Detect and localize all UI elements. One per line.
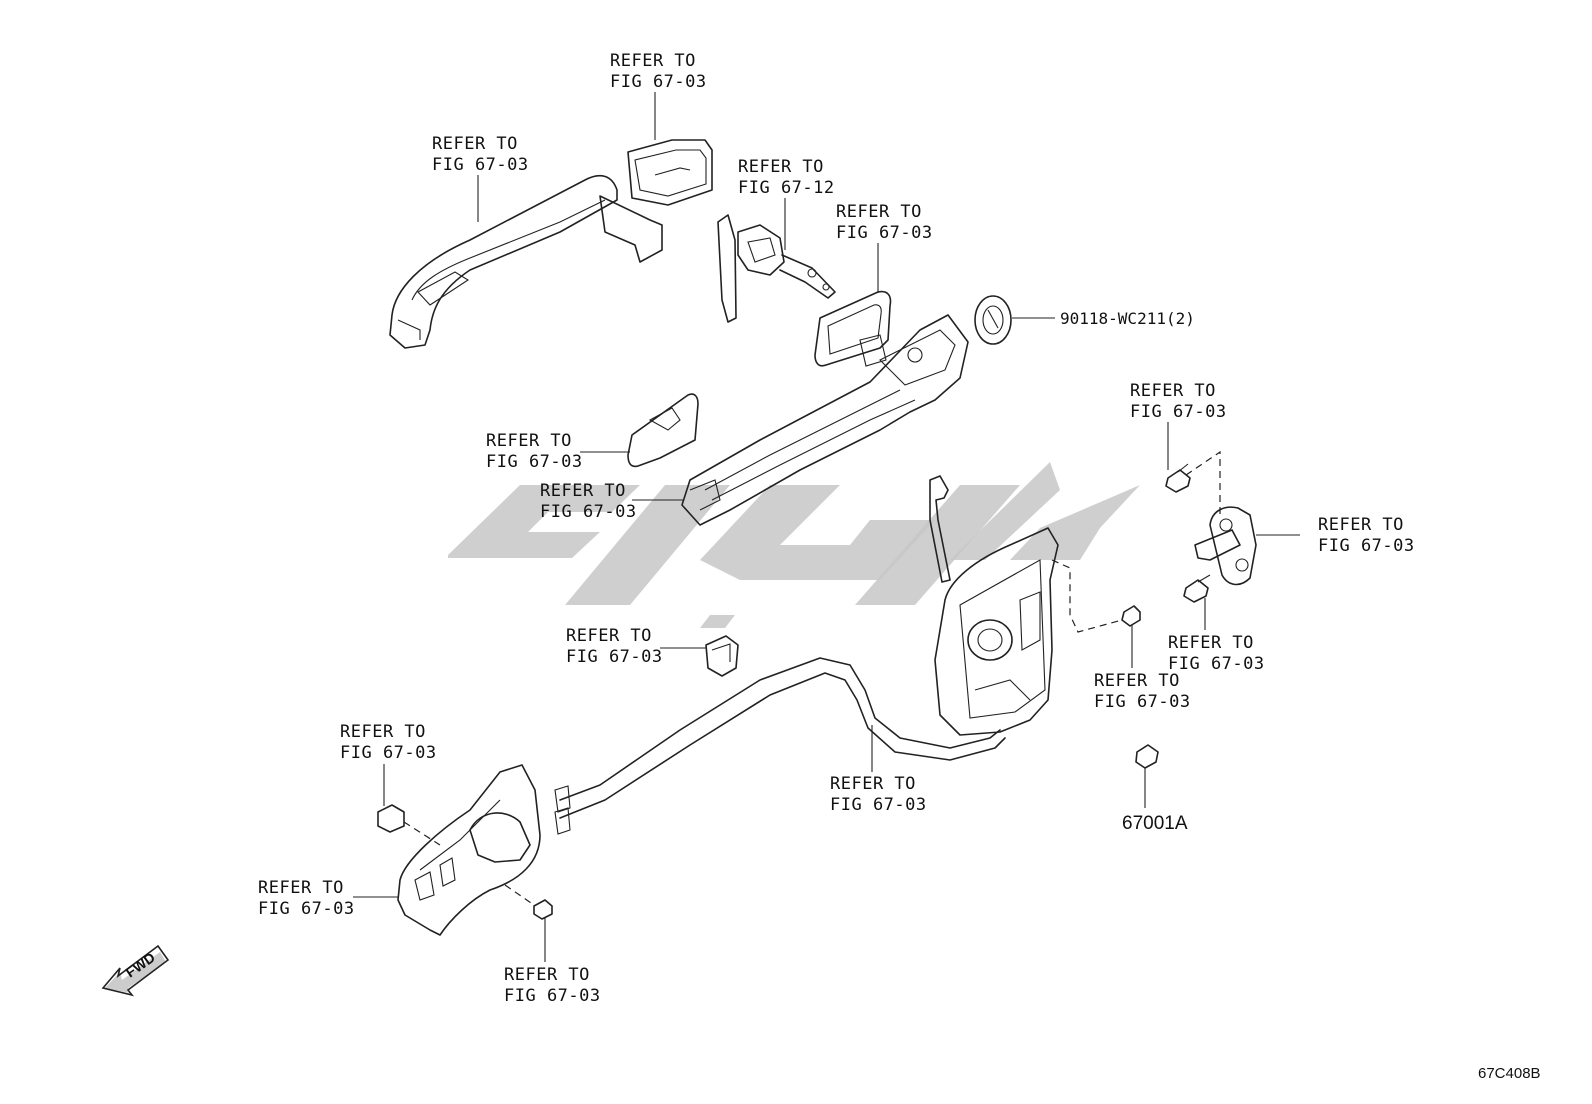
fwd-arrow-icon: FWD bbox=[101, 944, 170, 997]
callout-line2: FIG 67-03 bbox=[1130, 402, 1227, 422]
callout-line2: FIG 67-03 bbox=[504, 986, 601, 1006]
door-lock-assembly bbox=[929, 475, 1059, 736]
handle-screw bbox=[533, 899, 553, 920]
callout-line2: FIG 67-03 bbox=[540, 502, 637, 522]
leader-lines bbox=[353, 92, 1300, 962]
handle-frame bbox=[681, 314, 969, 526]
callout-c14: REFER TO FIG 67-03 bbox=[258, 878, 355, 919]
callout-line1: REFER TO bbox=[1318, 515, 1404, 535]
callout-line2: FIG 67-03 bbox=[836, 223, 933, 243]
callout-c4: REFER TO FIG 67-03 bbox=[836, 202, 933, 243]
striker-screw-upper bbox=[1165, 463, 1191, 493]
cable-clip bbox=[705, 635, 739, 677]
callout-c1: REFER TO FIG 67-03 bbox=[610, 51, 707, 92]
lock-screw bbox=[1121, 605, 1141, 627]
figure-code: 67C408B bbox=[1478, 1065, 1541, 1082]
callout-c8: REFER TO FIG 67-03 bbox=[1318, 515, 1415, 556]
watermark-logo bbox=[448, 462, 1140, 628]
callout-line2: FIG 67-03 bbox=[1318, 536, 1415, 556]
callout-line1: REFER TO bbox=[1168, 633, 1254, 653]
callout-line1: REFER TO bbox=[504, 965, 590, 985]
handle-gasket bbox=[814, 290, 892, 367]
callout-line2: FIG 67-03 bbox=[432, 155, 529, 175]
callout-c7: REFER TO FIG 67-03 bbox=[1130, 381, 1227, 422]
callout-line1: REFER TO bbox=[610, 51, 696, 71]
callout-line1: REFER TO bbox=[486, 431, 572, 451]
callout-line2: FIG 67-03 bbox=[566, 647, 663, 667]
callout-line2: FIG 67-03 bbox=[258, 899, 355, 919]
callout-c12: REFER TO FIG 67-03 bbox=[830, 774, 927, 815]
callout-line1: REFER TO bbox=[836, 202, 922, 222]
lock-cylinder-key bbox=[717, 214, 836, 323]
grommet bbox=[974, 295, 1012, 345]
callout-c3: REFER TO FIG 67-12 bbox=[738, 157, 835, 198]
handle-cap bbox=[377, 804, 405, 833]
callout-line1: REFER TO bbox=[830, 774, 916, 794]
callout-line1: REFER TO bbox=[340, 722, 426, 742]
callout-c10: REFER TO FIG 67-03 bbox=[1094, 671, 1191, 712]
callout-c6: REFER TO FIG 67-03 bbox=[540, 481, 637, 522]
door-striker bbox=[1194, 506, 1257, 586]
callout-line1: REFER TO bbox=[738, 157, 824, 177]
callout-line2: FIG 67-03 bbox=[1094, 692, 1191, 712]
callout-c13: REFER TO FIG 67-03 bbox=[340, 722, 437, 763]
callout-c9: REFER TO FIG 67-03 bbox=[1168, 633, 1265, 674]
small-gasket bbox=[627, 393, 699, 468]
part-number-bumper: 67001A bbox=[1122, 813, 1188, 834]
callout-line2: FIG 67-12 bbox=[738, 178, 835, 198]
outside-door-handle bbox=[389, 174, 663, 349]
callout-line1: REFER TO bbox=[566, 626, 652, 646]
callout-line2: FIG 67-03 bbox=[486, 452, 583, 472]
callout-line1: REFER TO bbox=[432, 134, 518, 154]
callout-c2: REFER TO FIG 67-03 bbox=[432, 134, 529, 175]
callout-c11: REFER TO FIG 67-03 bbox=[566, 626, 663, 667]
callout-line1: REFER TO bbox=[258, 878, 344, 898]
handle-cover bbox=[627, 139, 713, 206]
callout-line2: FIG 67-03 bbox=[830, 795, 927, 815]
callout-line2: FIG 67-03 bbox=[340, 743, 437, 763]
inside-door-handle bbox=[397, 764, 541, 936]
callout-line1: REFER TO bbox=[540, 481, 626, 501]
striker-screw-lower bbox=[1183, 574, 1211, 603]
callout-line1: REFER TO bbox=[1094, 671, 1180, 691]
callout-line2: FIG 67-03 bbox=[1168, 654, 1265, 674]
callout-c15: REFER TO FIG 67-03 bbox=[504, 965, 601, 1006]
door-bumper bbox=[1135, 744, 1159, 769]
callout-line1: REFER TO bbox=[1130, 381, 1216, 401]
callout-c5: REFER TO FIG 67-03 bbox=[486, 431, 583, 472]
part-number-grommet: 90118-WC211(2) bbox=[1060, 309, 1195, 328]
callout-line2: FIG 67-03 bbox=[610, 72, 707, 92]
lock-cables bbox=[554, 657, 1006, 835]
